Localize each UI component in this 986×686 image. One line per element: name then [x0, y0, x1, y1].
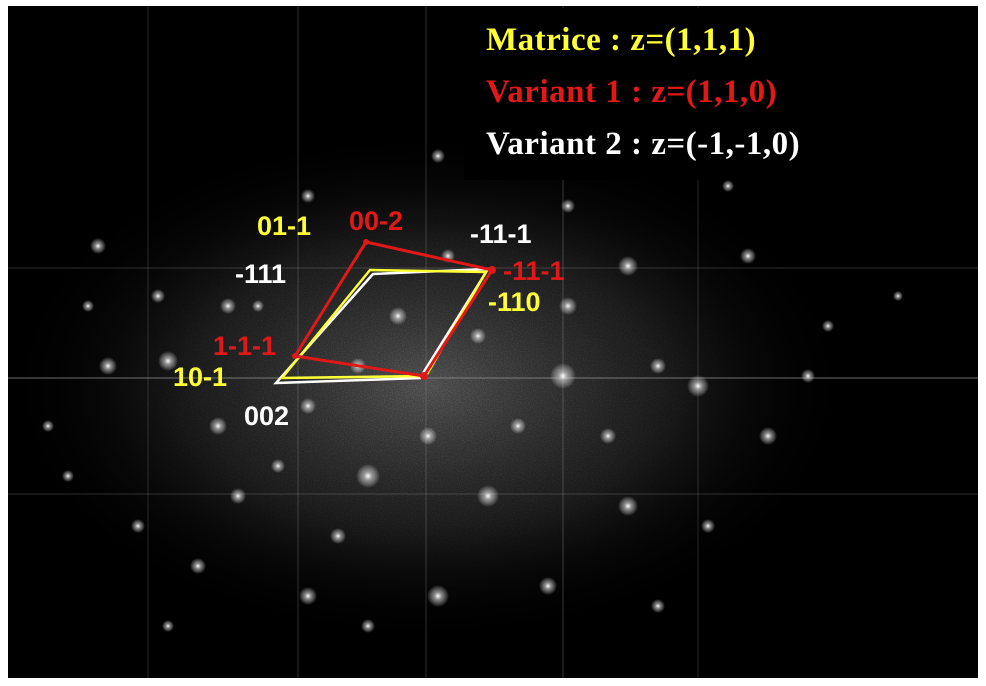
diffraction-spot: [82, 300, 94, 312]
diffraction-spot: [687, 375, 709, 397]
diffraction-spot: [822, 320, 834, 332]
diffraction-image-frame: 01-1 00-2 -11-1 -111 -11-1 -110 1-1-1 10…: [8, 6, 978, 678]
diffraction-spot: [651, 599, 665, 613]
diffraction-spot: [740, 248, 756, 264]
diffraction-spot: [252, 300, 264, 312]
diffraction-spot: [559, 297, 577, 315]
label-minus11-1-white: -11-1: [470, 219, 532, 249]
legend-variant-2: Variant 2 : z=(-1,-1,0): [486, 126, 801, 162]
diffraction-spot: [650, 358, 666, 374]
diffraction-spot: [190, 558, 206, 574]
diffraction-spot: [801, 369, 815, 383]
label-00-2: 00-2: [349, 206, 404, 236]
diffraction-spot: [271, 459, 285, 473]
diffraction-spot: [550, 363, 576, 389]
diffraction-spot: [131, 519, 145, 533]
diffraction-spot: [299, 587, 317, 605]
diffraction-spot: [618, 496, 638, 516]
label-002: 002: [244, 401, 290, 431]
diffraction-spot: [510, 418, 526, 434]
legend-matrice: Matrice : z=(1,1,1): [486, 22, 757, 58]
diffraction-spot: [389, 307, 407, 325]
diffraction-spot: [470, 328, 486, 344]
diffraction-spot: [419, 427, 437, 445]
label-1-1-1: 1-1-1: [213, 331, 277, 361]
diffraction-spot: [209, 417, 227, 435]
matrice-yellow-cell: [279, 268, 489, 380]
diffraction-spot: [42, 420, 54, 432]
diffraction-spot: [230, 488, 246, 504]
diffraction-spot: [893, 291, 903, 301]
diffraction-spot: [477, 485, 499, 507]
diffraction-spot: [431, 149, 445, 163]
lattice-nodes: [292, 239, 496, 380]
label-minus111: -111: [235, 259, 287, 289]
diffraction-spot: [356, 464, 380, 488]
diffraction-spot: [220, 298, 236, 314]
label-10-1: 10-1: [173, 362, 228, 392]
diffraction-spot: [701, 519, 715, 533]
node-00-2: [363, 239, 369, 245]
legend-variant-1: Variant 1 : z=(1,1,0): [486, 74, 778, 110]
diffraction-spot: [561, 199, 575, 213]
node-center: [420, 372, 428, 380]
diffraction-spot: [301, 189, 315, 203]
diffraction-spot: [427, 585, 449, 607]
diffraction-spot: [162, 620, 174, 632]
diffraction-spot: [90, 238, 106, 254]
node-m11m1: [488, 266, 496, 274]
label-minus110: -110: [488, 287, 541, 317]
diffraction-spot: [158, 351, 178, 371]
legend-box: Matrice : z=(1,1,1) Variant 1 : z=(1,1,0…: [464, 8, 958, 180]
diffraction-spot: [722, 180, 734, 192]
diffraction-spot: [361, 619, 375, 633]
diffraction-spot: [759, 427, 777, 445]
diffraction-spot: [539, 577, 557, 595]
label-minus11-1-red: -11-1: [503, 256, 565, 286]
node-1m1m1: [292, 353, 298, 359]
diffraction-spot: [618, 256, 638, 276]
diffraction-spot: [99, 357, 117, 375]
diffraction-spot: [300, 398, 316, 414]
diffraction-spot: [151, 289, 165, 303]
label-01-1: 01-1: [257, 211, 312, 241]
diffraction-spot: [600, 428, 616, 444]
diffraction-spot: [330, 528, 346, 544]
diffraction-spot: [62, 470, 74, 482]
